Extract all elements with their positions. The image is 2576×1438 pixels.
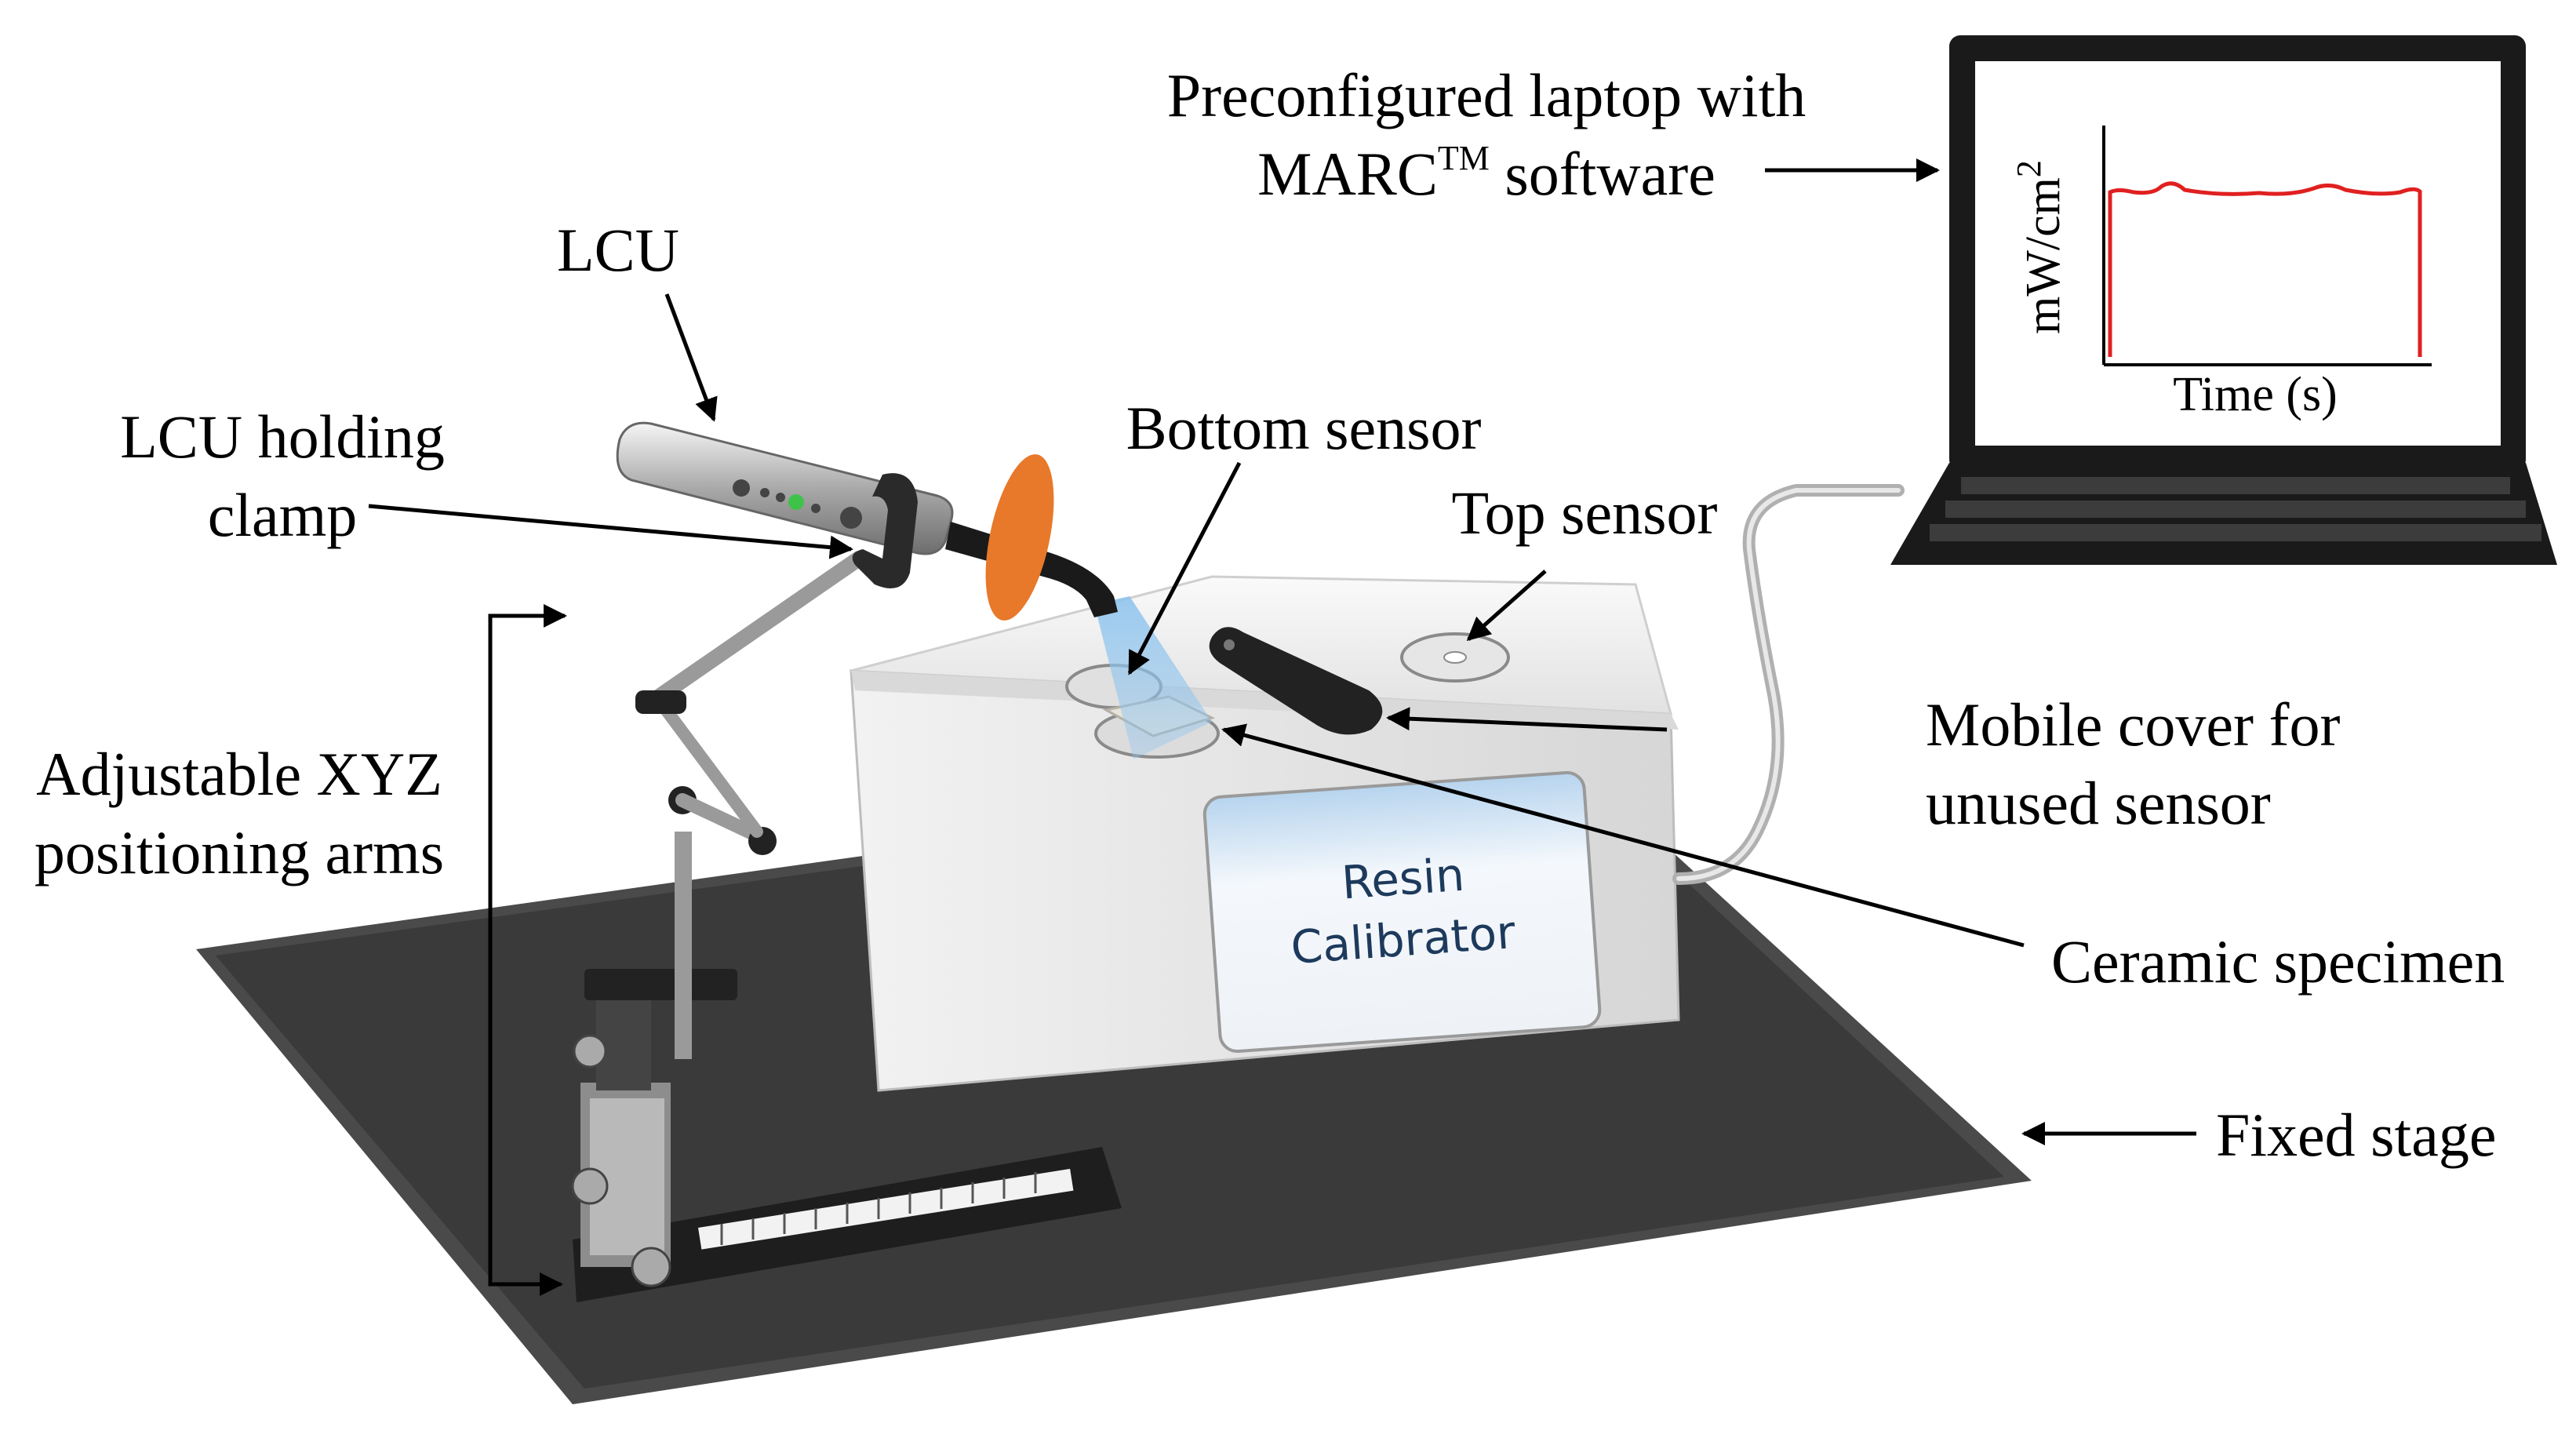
- chart-y-label: mW/cm2: [2010, 160, 2070, 334]
- label-lcu: LCU: [557, 216, 679, 284]
- label-laptop-line-1: Preconfigured laptop with: [1167, 61, 1806, 129]
- arrow-lcu: [664, 293, 718, 422]
- chart-x-label: Time (s): [2173, 368, 2338, 421]
- laptop: Time (s) mW/cm2: [1890, 35, 2557, 565]
- arrow-top-sensor: [1466, 570, 1547, 641]
- resin-calibrator-device: Resin Calibrator: [850, 575, 1680, 1092]
- arrow-bottom-sensor: [1127, 461, 1242, 675]
- irradiance-curve: [2108, 181, 2422, 357]
- screen-chart: Time (s) mW/cm2: [2010, 126, 2432, 421]
- label-arms-line-1: Adjustable XYZ: [36, 740, 442, 808]
- label-clamp-line-2: clamp: [208, 481, 358, 549]
- top-sensor: [1400, 632, 1510, 683]
- light-beam: [1094, 596, 1212, 759]
- positioning-arms: [571, 551, 1122, 1302]
- arrow-clamp: [368, 504, 853, 559]
- lcu-device: [616, 421, 1118, 621]
- laptop-keyboard: [1930, 477, 2541, 541]
- bracket-arms: [488, 604, 567, 1296]
- usb-cable: [1672, 484, 1905, 885]
- arrow-mobile-cover: [1386, 707, 1668, 732]
- label-clamp-line-1: LCU holding: [120, 402, 445, 471]
- label-mobile-cover-line-1: Mobile cover for: [1926, 690, 2341, 759]
- label-ceramic: Ceramic specimen: [2051, 927, 2505, 996]
- lcu-orange-shield: [985, 454, 1054, 621]
- label-arms-line-2: positioning arms: [35, 818, 444, 886]
- label-top-sensor: Top sensor: [1451, 479, 1717, 547]
- brand-panel: Resin Calibrator: [1202, 770, 1602, 1054]
- mobile-cover: [1209, 627, 1383, 735]
- label-laptop-line-2: MARCTM software: [1257, 139, 1716, 208]
- line-ceramic: [1221, 723, 2025, 948]
- label-mobile-cover-line-2: unused sensor: [1926, 769, 2271, 837]
- labels: Preconfigured laptop with MARCTM softwar…: [35, 61, 2505, 1169]
- leader-lines: [368, 158, 2196, 1296]
- label-bottom-sensor: Bottom sensor: [1126, 394, 1482, 462]
- label-stage: Fixed stage: [2216, 1101, 2496, 1169]
- lcu-clamp: [852, 473, 918, 588]
- brand-line-1: Resin: [1340, 848, 1466, 910]
